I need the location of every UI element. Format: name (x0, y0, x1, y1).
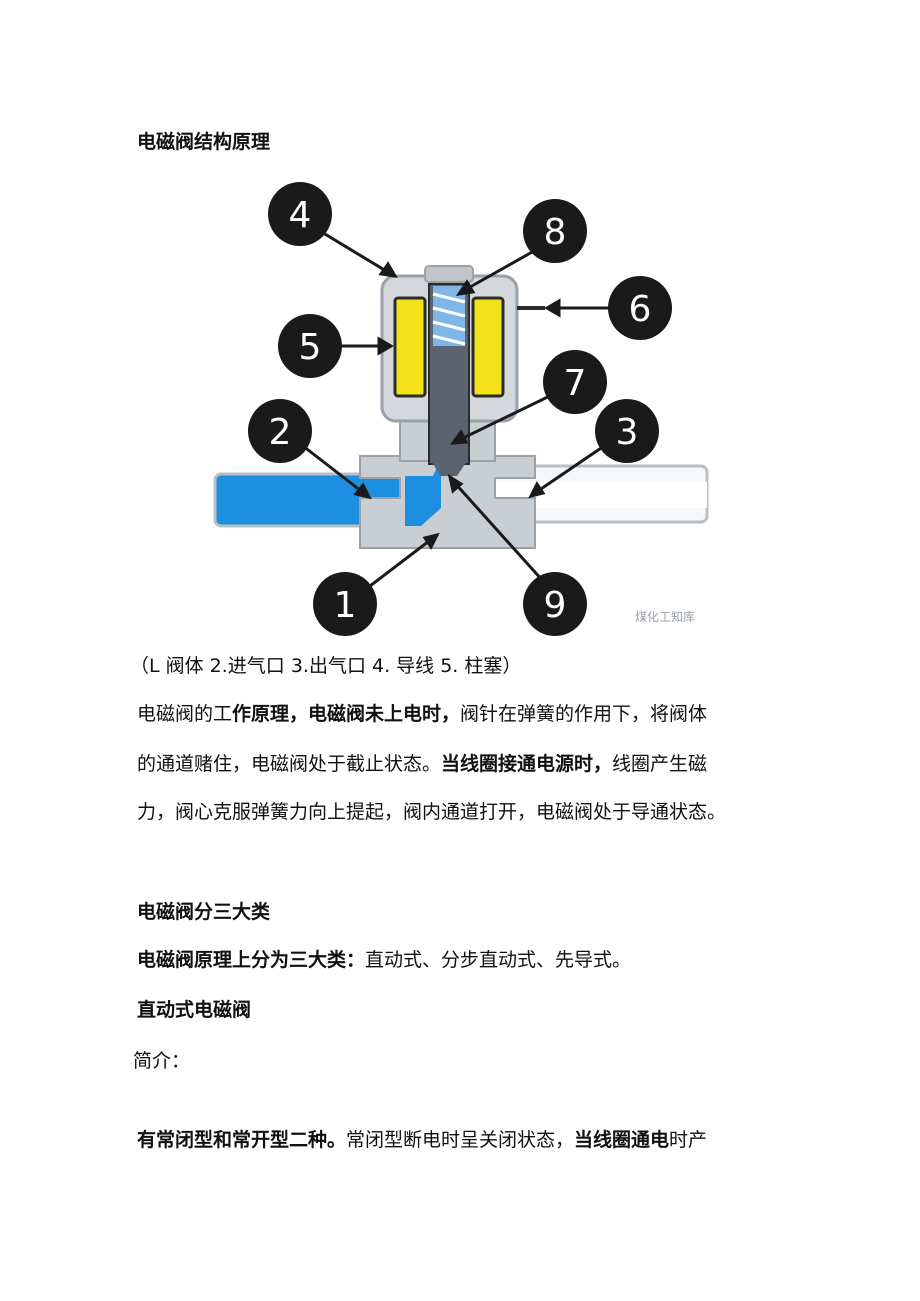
marker-8: 8 (523, 199, 587, 263)
coil-right (471, 296, 505, 398)
para1-l1c: 阀针在弹簧的作用下，将阀体 (460, 703, 708, 725)
svg-text:1: 1 (334, 585, 357, 626)
last-c: 当线圈通电 (574, 1129, 670, 1151)
svg-text:9: 9 (544, 585, 567, 626)
heading-direct: 直动式电磁阀 (137, 999, 252, 1021)
para1-line3: 力，阀心克服弹簧力向上提起，阀内通道打开，电磁阀处于导通状态。 (137, 801, 727, 823)
marker-2: 2 (248, 399, 312, 463)
watermark: 煤化工知库 (635, 609, 695, 624)
marker-6: 6 (608, 276, 672, 340)
intro: 简介： (133, 1050, 191, 1072)
marker-1: 1 (313, 572, 377, 636)
solenoid-valve-diagram: 4 8 6 5 7 2 3 1 9 煤化工知库 (213, 182, 709, 636)
last-b: 常闭型断电时呈关闭状态， (346, 1129, 575, 1151)
svg-text:3: 3 (616, 412, 639, 453)
para1-line2: 的通道赌住，电磁阀处于截止状态。当线圈接通电源时，线圈产生磁 (137, 750, 707, 778)
heading-types: 电磁阀分三大类 (137, 901, 271, 923)
types-bold: 电磁阀原理上分为三大类： (137, 949, 366, 971)
marker-4: 4 (268, 182, 332, 246)
spring (432, 292, 466, 346)
valve-needle (431, 461, 467, 476)
svg-text:6: 6 (629, 289, 652, 330)
svg-text:4: 4 (289, 195, 312, 236)
para1-l2b: 当线圈接通电源时， (441, 753, 613, 775)
svg-text:7: 7 (564, 363, 587, 404)
heading-structure: 电磁阀结构原理 (137, 131, 271, 153)
last-d: 时产 (669, 1129, 708, 1151)
last-a: 有常闭型和常开型二种。 (137, 1129, 347, 1151)
marker-5: 5 (278, 314, 342, 378)
inlet-passage (405, 458, 441, 526)
marker-7: 7 (543, 350, 607, 414)
last-line: 有常闭型和常开型二种。常闭型断电时呈关闭状态，当线圈通电时产 (137, 1126, 707, 1154)
para1-l1b: 作原理，电磁阀未上电时， (232, 703, 461, 725)
coil-left (393, 296, 427, 398)
housing-cap (424, 265, 474, 283)
svg-text:5: 5 (299, 327, 322, 368)
marker-3: 3 (595, 399, 659, 463)
para1-l2a: 的通道赌住，电磁阀处于截止状态。 (137, 753, 442, 775)
para1-l2c: 线圈产生磁 (612, 753, 708, 775)
types-normal: 直动式、分步直动式、先导式。 (365, 949, 632, 971)
para1-line1: 电磁阀的工作原理，电磁阀未上电时，阀针在弹簧的作用下，将阀体 (137, 700, 707, 728)
types-line: 电磁阀原理上分为三大类：直动式、分步直动式、先导式。 (137, 946, 631, 974)
para1-l1a: 电磁阀的工 (137, 703, 233, 725)
svg-text:2: 2 (269, 412, 292, 453)
svg-text:8: 8 (544, 212, 567, 253)
caption: （L 阀体 2.进气口 3.出气口 4. 导线 5. 柱塞） (130, 655, 522, 677)
arrows (302, 226, 617, 588)
marker-9: 9 (523, 572, 587, 636)
